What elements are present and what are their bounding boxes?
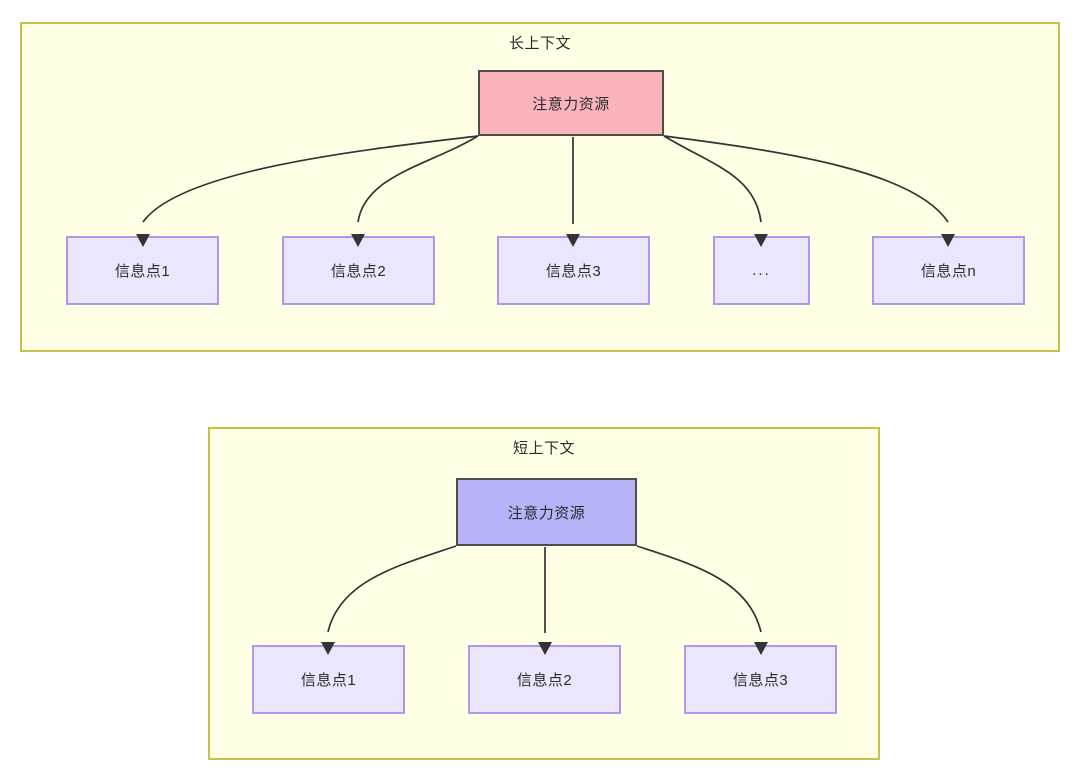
node-attention-resource-short[interactable]: 注意力资源 [456,478,637,546]
node-label: 注意力资源 [532,95,610,113]
panel-long-context-title: 长上下文 [508,35,571,52]
node-info-point-2-long[interactable]: 信息点2 [282,236,435,305]
node-label: ... [752,262,771,279]
node-info-point-ellipsis-long[interactable]: ... [713,236,810,305]
node-info-point-3-long[interactable]: 信息点3 [497,236,650,305]
node-info-point-1-short[interactable]: 信息点1 [252,645,405,714]
panel-short-context-title: 短上下文 [512,440,575,457]
node-info-point-3-short[interactable]: 信息点3 [684,645,837,714]
node-label: 信息点3 [732,672,789,689]
node-info-point-n-long[interactable]: 信息点n [872,236,1025,305]
node-label: 信息点1 [300,672,357,689]
node-attention-resource-long[interactable]: 注意力资源 [478,70,664,136]
node-label: 信息点3 [545,263,602,280]
node-label: 信息点1 [114,263,171,280]
node-label: 注意力资源 [507,504,586,522]
node-info-point-2-short[interactable]: 信息点2 [468,645,621,714]
node-info-point-1-long[interactable]: 信息点1 [66,236,219,305]
node-label: 信息点2 [330,263,387,280]
node-label: 信息点n [920,263,977,280]
node-label: 信息点2 [516,672,573,689]
